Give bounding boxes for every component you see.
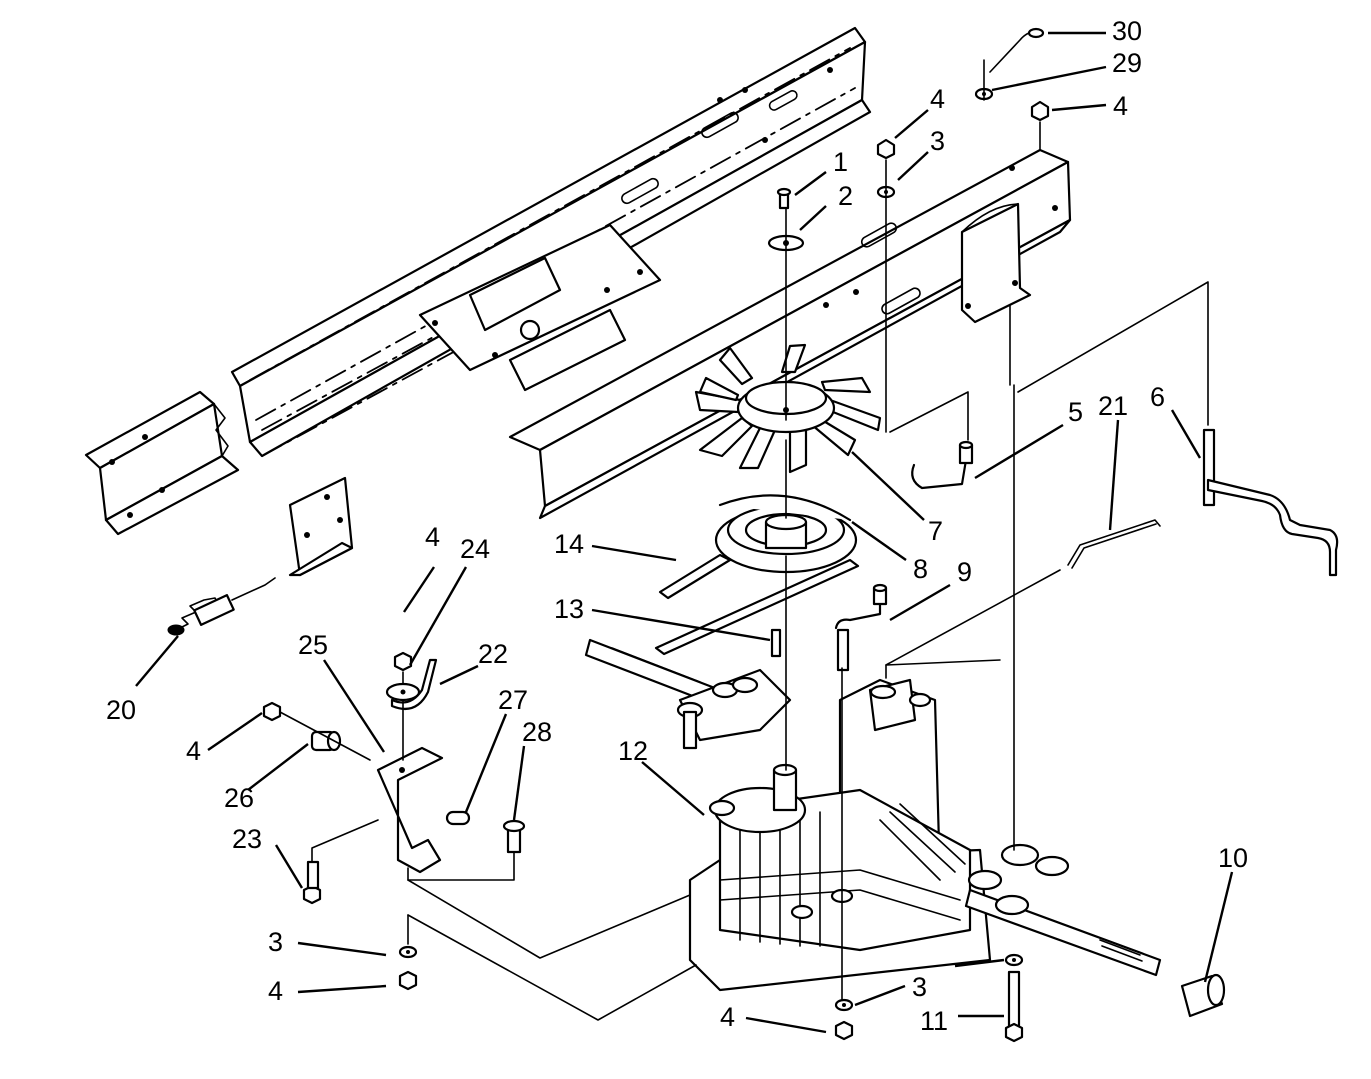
callout-23: 23 — [232, 824, 262, 854]
callout-leaders — [135, 31, 1234, 1034]
callout-4: 4 — [268, 976, 283, 1006]
callout-4: 4 — [186, 736, 201, 766]
mounting-bracket-upper-right — [960, 202, 1032, 324]
pivot-bolt-hardware-left — [262, 651, 526, 905]
callout-labels: 1 2 3 3 3 4 4 4 4 4 4 5 6 7 8 9 10 11 12… — [106, 16, 1248, 1036]
callout-26: 26 — [224, 783, 254, 813]
callout-3: 3 — [930, 126, 945, 156]
hardware-bottom — [398, 945, 1024, 1043]
bypass-rod-5 — [889, 391, 974, 490]
callout-30: 30 — [1112, 16, 1142, 46]
callout-5: 5 — [1068, 397, 1083, 427]
bracket-25 — [376, 746, 444, 874]
callout-10: 10 — [1218, 843, 1248, 873]
callout-4: 4 — [425, 522, 440, 552]
spring-20 — [167, 577, 276, 636]
callout-3: 3 — [268, 927, 283, 957]
callout-28: 28 — [522, 717, 552, 747]
callout-9: 9 — [957, 557, 972, 587]
control-rod-6 — [1202, 428, 1339, 577]
transaxle-housing — [584, 638, 1162, 992]
callout-27: 27 — [498, 685, 528, 715]
callout-8: 8 — [913, 554, 928, 584]
callout-11: 11 — [920, 1006, 948, 1036]
callout-24: 24 — [460, 534, 490, 564]
callout-14: 14 — [554, 529, 584, 559]
callout-29: 29 — [1112, 48, 1142, 78]
bracket-plate-left — [288, 476, 354, 577]
callout-4: 4 — [720, 1002, 735, 1032]
callout-12: 12 — [618, 736, 648, 766]
callout-3: 3 — [912, 972, 927, 1002]
frame-rail-lower — [261, 148, 1072, 520]
callout-4: 4 — [1113, 91, 1128, 121]
callout-22: 22 — [478, 639, 508, 669]
link-rod-21 — [1067, 519, 1161, 569]
callout-7: 7 — [928, 516, 943, 546]
assembly-lines — [279, 59, 1209, 1021]
callout-6: 6 — [1150, 382, 1165, 412]
axle-spacer-10 — [1180, 973, 1226, 1018]
callout-25: 25 — [298, 630, 328, 660]
callout-13: 13 — [554, 594, 584, 624]
frame-crossmember — [418, 223, 662, 392]
shift-rod-9 — [834, 583, 888, 672]
callout-2: 2 — [838, 181, 853, 211]
frame-rail-stub-left — [84, 390, 240, 536]
pulley-key — [770, 628, 782, 658]
callout-20: 20 — [106, 695, 136, 725]
callout-1: 1 — [833, 147, 848, 177]
callout-4: 4 — [930, 84, 945, 114]
callout-21: 21 — [1098, 391, 1128, 421]
